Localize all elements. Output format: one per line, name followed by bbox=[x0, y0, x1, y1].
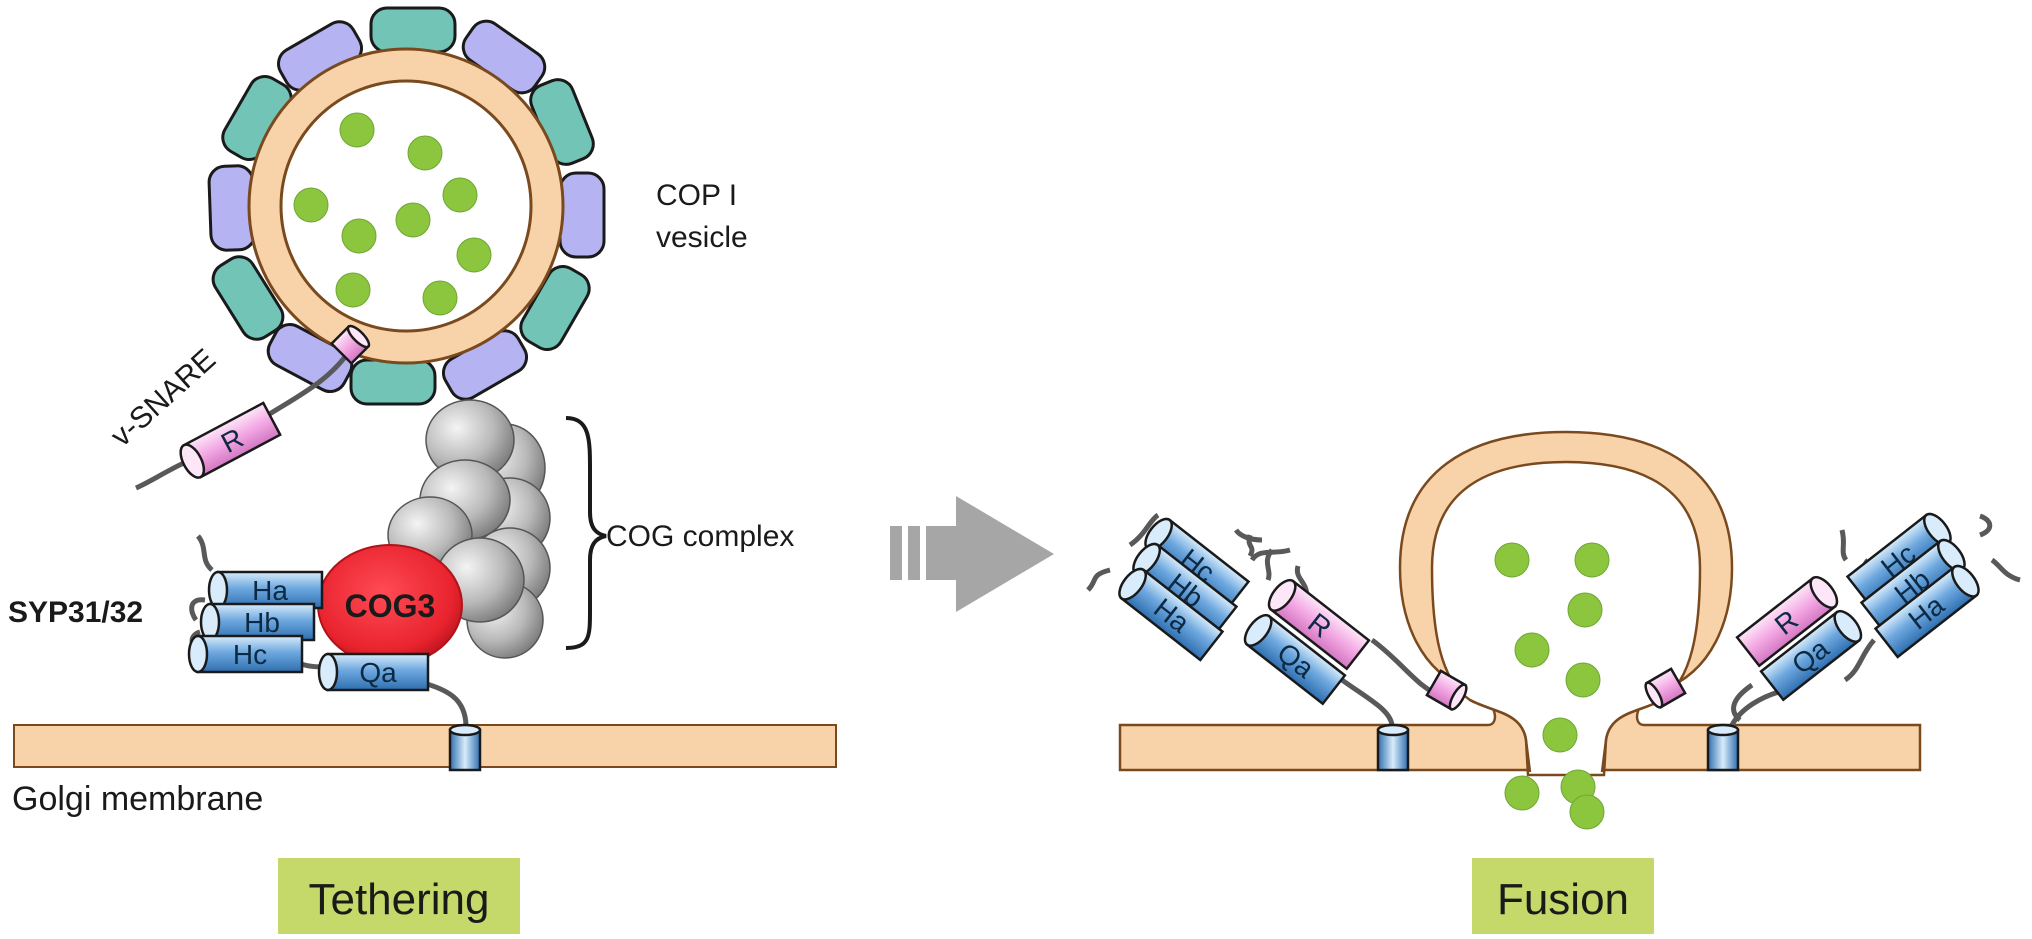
cog3-label: COG3 bbox=[345, 588, 436, 624]
fusion-snare-right: Hc Hb Ha R Qa bbox=[1644, 512, 2021, 772]
cog3-subunit: COG3 bbox=[317, 544, 463, 666]
cop-vesicle-label-line1: COP I bbox=[656, 179, 737, 212]
fusion-stage-badge: Fusion bbox=[1472, 858, 1654, 934]
coat-proteins bbox=[207, 6, 606, 406]
helix-hb-left: Hb bbox=[199, 602, 316, 642]
pink-tm-fusion-right bbox=[1644, 667, 1687, 709]
fusion-panel: Hc Hb Ha R Qa bbox=[1086, 430, 2021, 934]
syp-t-snare: Ha Hb Hc Qa bbox=[187, 534, 482, 772]
pink-tm-fusion-left bbox=[1425, 669, 1468, 711]
helix-hc-left-label: Hc bbox=[233, 639, 267, 670]
helix-qa-fusion-left: Qa bbox=[1243, 613, 1347, 706]
v-snare: R bbox=[134, 324, 371, 491]
syp-label: SYP31/32 bbox=[8, 596, 143, 629]
cop-vesicle-label-line2: vesicle bbox=[656, 221, 748, 254]
tethering-stage-badge: Tethering bbox=[278, 858, 520, 934]
cop-i-vesicle bbox=[207, 6, 606, 406]
cog-complex-label: COG complex bbox=[606, 520, 794, 553]
golgi-membrane-label: Golgi membrane bbox=[12, 780, 263, 818]
tethering-label: Tethering bbox=[308, 875, 489, 924]
helix-r-fusion-right: R bbox=[1735, 575, 1839, 668]
helix-r-fusion-left: R bbox=[1267, 578, 1371, 671]
cog-complex bbox=[387, 399, 551, 659]
helix-qa-left: Qa bbox=[317, 652, 430, 692]
blue-tm-fusion-left bbox=[1376, 723, 1410, 772]
helix-hb-left-label: Hb bbox=[244, 607, 280, 638]
helix-r-left: R bbox=[179, 401, 282, 479]
tethering-panel: R COG3 bbox=[8, 6, 837, 934]
helix-ha-left: Ha bbox=[207, 570, 324, 610]
t-snare-tm-anchor-left bbox=[448, 723, 482, 772]
golgi-membrane-left bbox=[13, 724, 837, 768]
helix-qa-left-label: Qa bbox=[359, 657, 397, 688]
fusion-label: Fusion bbox=[1497, 875, 1629, 924]
blue-tm-fusion-right bbox=[1706, 723, 1740, 772]
helix-ha-left-label: Ha bbox=[252, 575, 288, 606]
v-snare-tm-domain bbox=[329, 324, 371, 366]
released-cargo bbox=[1494, 542, 1610, 830]
vesicle-cargo bbox=[293, 112, 492, 316]
cog-complex-brace bbox=[565, 416, 607, 650]
helix-hc-left: Hc bbox=[187, 634, 304, 674]
transition-arrow bbox=[890, 496, 1054, 612]
